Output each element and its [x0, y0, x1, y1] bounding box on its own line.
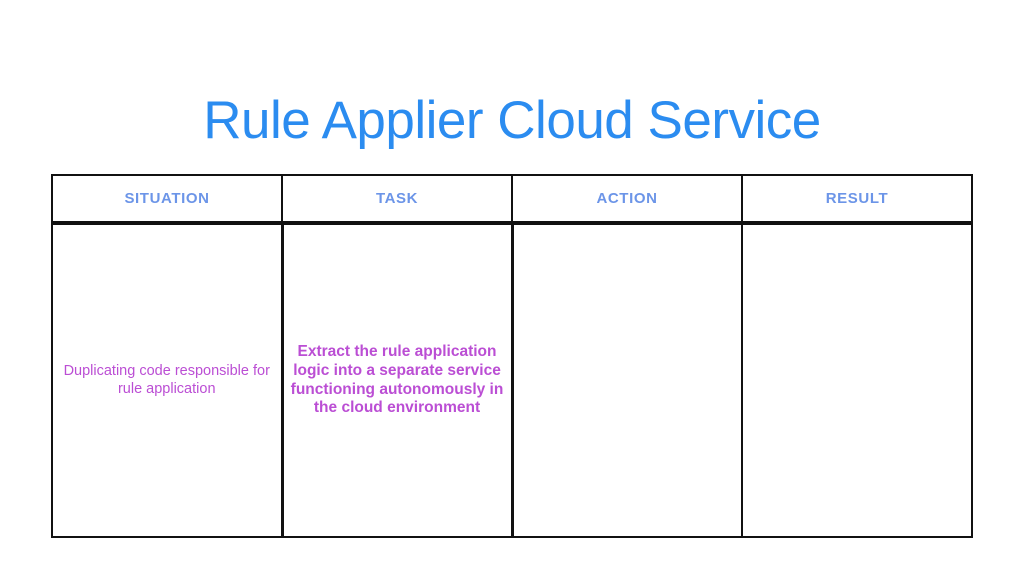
star-table: SITUATION TASK ACTION RESULT Duplicating…	[51, 174, 973, 538]
cell-action-text	[520, 380, 736, 381]
cell-situation: Duplicating code responsible for rule ap…	[51, 223, 283, 537]
column-header-result: RESULT	[741, 175, 973, 225]
cell-task-text: Extract the rule application logic into …	[290, 342, 504, 417]
cell-result-text	[749, 380, 965, 381]
table-row: Duplicating code responsible for rule ap…	[51, 223, 973, 537]
cell-action	[511, 223, 743, 537]
cell-situation-text: Duplicating code responsible for rule ap…	[63, 362, 270, 397]
column-header-action: ACTION	[511, 175, 743, 225]
table-body: Duplicating code responsible for rule ap…	[51, 223, 973, 537]
table-header-row: SITUATION TASK ACTION RESULT	[51, 175, 973, 225]
table-header: SITUATION TASK ACTION RESULT	[51, 175, 973, 225]
page-title: Rule Applier Cloud Service	[203, 90, 821, 150]
column-header-task: TASK	[281, 175, 513, 225]
cell-task: Extract the rule application logic into …	[280, 223, 514, 537]
column-header-situation: SITUATION	[51, 175, 283, 225]
cell-result	[741, 223, 973, 537]
